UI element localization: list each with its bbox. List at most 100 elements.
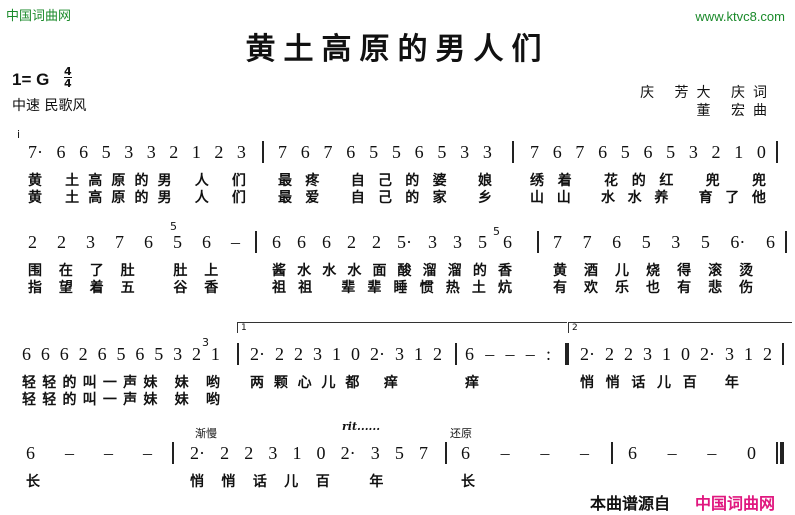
lyric-char [347, 471, 352, 488]
note: 6 [56, 142, 66, 162]
lyric-char [181, 170, 186, 187]
lyric-char: 们 [231, 190, 246, 206]
note: 1 [414, 344, 423, 364]
note: 6 [26, 443, 35, 463]
lyric-char: 儿 [615, 263, 630, 279]
lyric-char: 上 [204, 263, 219, 279]
lyric-char: 欢 [584, 280, 599, 296]
lyric-char [195, 389, 200, 406]
note: 2 [78, 344, 88, 364]
note: 6 [346, 142, 356, 162]
lyric-char: 着 [89, 280, 104, 296]
lyric-char [152, 277, 157, 294]
lyric-char: 土 [65, 173, 80, 189]
note: 5 [620, 142, 630, 162]
source-site-link[interactable]: 中国词曲网 [695, 494, 776, 513]
repeat-end-barline [565, 343, 569, 365]
volta-1: 1 [237, 322, 567, 333]
lyric-char: 土 [65, 190, 80, 206]
lyric-char [408, 372, 413, 389]
lyric-char [164, 389, 169, 406]
lyric-char: 颗 [273, 375, 288, 391]
lyric-char: 面 [372, 263, 387, 279]
note: 6 [765, 232, 775, 252]
note: 7 [575, 142, 585, 162]
note: – [104, 443, 113, 463]
lyric-char: 辈 [367, 280, 382, 296]
lyrics-verse-1: 长 [461, 471, 589, 490]
lyric-char: 香 [204, 280, 219, 296]
lyric-char: 儿 [321, 375, 336, 391]
lyrics-verse-1: 黄 土高原的男 人 们 [28, 170, 246, 189]
note: 6 [643, 142, 653, 162]
lyricist-credit: 庆 芳大 庆词 [640, 85, 775, 101]
lyric-char [585, 170, 590, 187]
note: 3 [482, 142, 492, 162]
lyric-char: 乐 [615, 280, 630, 296]
lyric-char: 炕 [498, 280, 512, 296]
grace-note: i [17, 128, 21, 141]
lyric-char [583, 187, 588, 204]
lyric-char: 长 [26, 474, 40, 490]
note: : [545, 344, 551, 364]
note: 3 [236, 142, 246, 162]
lyric-char: 山 [530, 190, 544, 206]
note: 0 [746, 443, 756, 463]
lyrics-verse-2: 指望着五 谷香 [28, 277, 240, 296]
note: 2 [275, 344, 284, 364]
volta-2: 2 [568, 322, 792, 333]
lyric-char: 哟 [205, 375, 220, 391]
lyric-char: 的 [405, 190, 420, 206]
lyric-char: 黄 [28, 190, 42, 206]
lyric-char: 高 [88, 190, 103, 206]
note: 3 [460, 142, 470, 162]
lyric-char [584, 471, 589, 488]
note: 7· [28, 142, 43, 162]
lyric-char: 疼 [305, 173, 320, 189]
barline [611, 442, 613, 464]
lyrics-verse-1: 围在了肚 肚上 [28, 260, 240, 279]
note: – [579, 443, 589, 463]
lyric-char: 声 [123, 375, 138, 391]
note: 3 [453, 232, 462, 252]
note: 2 [169, 142, 179, 162]
lyric-char [687, 170, 692, 187]
lyric-char: 原 [111, 173, 126, 189]
lyric-char: 长 [461, 474, 475, 490]
note: 1 [734, 142, 744, 162]
lyric-char: 养 [654, 190, 669, 206]
lyric-char [460, 187, 465, 204]
measure: 6––0 [628, 443, 756, 465]
note: 2· [700, 344, 715, 364]
note: 1 [210, 344, 220, 364]
lyric-char: 心 [297, 375, 312, 391]
time-top: 4 [64, 65, 72, 78]
lyric-char [110, 471, 115, 488]
note: – [540, 443, 550, 463]
note: 3 [146, 142, 156, 162]
rit-marking: rit...... [342, 420, 381, 433]
barline [455, 343, 457, 365]
notes: 6––– [26, 443, 152, 465]
lyric-char [522, 372, 527, 389]
grace-note: 5 [493, 225, 500, 238]
note: 6· [730, 232, 746, 252]
note: 5 [369, 142, 379, 162]
note: 5 [394, 443, 404, 463]
lyric-char: 原 [111, 190, 126, 206]
lyric-char [333, 187, 338, 204]
note: 5 [154, 344, 164, 364]
note: 5 [391, 142, 401, 162]
lyric-char [437, 372, 442, 389]
lyric-char [333, 170, 338, 187]
lyric-char [181, 187, 186, 204]
lyric-char: 伤 [739, 280, 754, 296]
lyric-char [72, 471, 77, 488]
notes: 6––– [461, 443, 589, 465]
source-label: 本曲谱源自 [590, 494, 671, 513]
note: 2 [192, 344, 202, 364]
lyric-char: 水 [627, 190, 642, 206]
